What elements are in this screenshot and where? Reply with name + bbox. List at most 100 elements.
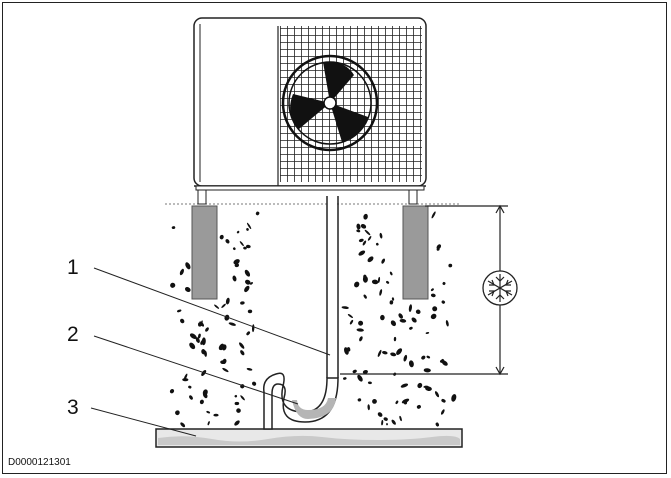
gravel-speck: [372, 398, 377, 404]
gravel-speck: [232, 247, 236, 251]
gravel-speck: [451, 394, 457, 402]
gravel-speck: [367, 404, 370, 411]
gravel-speck: [411, 317, 417, 323]
foundation-post-left: [191, 205, 218, 300]
gravel-speck: [245, 244, 251, 249]
gravel-speck: [382, 351, 388, 355]
gravel-speck: [234, 394, 238, 398]
leader-line-3: [90, 407, 197, 437]
gravel-speck: [377, 412, 383, 417]
gravel-speck: [393, 336, 397, 342]
gravel-speck: [432, 306, 438, 312]
gravel-speck: [240, 301, 245, 305]
water-pipe: [155, 428, 463, 448]
gravel-speck: [379, 289, 383, 296]
gravel-speck: [377, 349, 382, 357]
gravel-speck: [399, 318, 407, 323]
gravel-speck: [343, 377, 347, 380]
condensate-drain-pipe: [263, 196, 339, 430]
fan-icon: [281, 54, 379, 152]
gravel-speck: [442, 282, 446, 285]
gravel-speck: [214, 304, 220, 309]
gravel-speck: [356, 223, 361, 230]
gravel-speck: [250, 282, 253, 285]
gravel-speck: [441, 300, 446, 304]
gravel-speck: [359, 336, 363, 342]
callout-3: 3: [67, 396, 79, 419]
gravel-speck: [386, 281, 390, 284]
gravel-speck: [205, 327, 209, 332]
gravel-speck: [367, 256, 374, 263]
gravel-speck: [198, 322, 202, 327]
gravel-speck: [356, 229, 361, 233]
gravel-speck: [255, 211, 260, 216]
gravel-speck: [363, 294, 367, 299]
gravel-speck: [246, 331, 251, 336]
gravel-speck: [423, 368, 431, 373]
gravel-speck: [432, 313, 435, 319]
gravel-speck: [440, 409, 445, 415]
gravel-speck: [389, 300, 394, 305]
gravel-speck: [222, 358, 227, 365]
gravel-speck: [367, 236, 372, 241]
gravel-speck: [225, 239, 230, 244]
gravel-speck: [246, 228, 249, 231]
gravel-speck: [448, 263, 453, 268]
gravel-speck: [352, 369, 357, 374]
gravel-speck: [435, 422, 439, 427]
gravel-speck: [236, 408, 241, 413]
gravel-speck: [436, 244, 442, 250]
gravel-speck: [358, 238, 364, 243]
gravel-speck: [391, 419, 396, 425]
gravel-speck: [180, 318, 185, 324]
gravel-speck: [188, 385, 192, 389]
gravel-speck: [430, 293, 436, 298]
gravel-speck: [430, 288, 434, 292]
gravel-speck: [341, 306, 349, 309]
gravel-speck: [244, 285, 250, 293]
gravel-speck: [182, 378, 189, 382]
gravel-speck: [175, 410, 180, 416]
gravel-speck: [426, 355, 431, 359]
gravel-speck: [185, 262, 191, 270]
gravel-speck: [377, 276, 381, 283]
gravel-speck: [383, 417, 388, 421]
gravel-speck: [200, 338, 206, 345]
gravel-speck: [389, 271, 393, 276]
gravel-speck: [425, 386, 432, 391]
gravel-speck: [358, 250, 366, 256]
gravel-speck: [189, 333, 197, 340]
gravel-speck: [363, 274, 367, 279]
gravel-speck: [399, 415, 402, 422]
gravel-speck: [375, 242, 379, 246]
gravel-speck: [239, 241, 244, 247]
gravel-speck: [236, 230, 240, 234]
gravel-speck: [380, 314, 385, 321]
gravel-speck: [170, 282, 176, 288]
gravel-speck: [207, 421, 210, 426]
gravel-speck: [357, 374, 363, 382]
gravel-speck: [206, 410, 211, 414]
document-id: D0000121301: [8, 457, 71, 468]
gravel-speck: [199, 399, 204, 405]
gravel-speck: [244, 269, 251, 277]
gravel-speck: [425, 332, 430, 334]
gravel-speck: [171, 226, 176, 230]
gravel-speck: [434, 391, 440, 398]
gravel-speck: [403, 400, 408, 405]
gravel-speck: [176, 309, 182, 313]
callout-1: 1: [67, 256, 79, 279]
gravel-speck: [431, 211, 436, 219]
foundation-post-right: [402, 205, 429, 300]
gravel-speck: [360, 224, 367, 229]
ground-speckles: [169, 211, 457, 428]
gravel-speck: [349, 319, 354, 325]
gravel-speck: [415, 309, 421, 315]
gravel-speck: [240, 350, 245, 356]
gravel-speck: [416, 405, 421, 409]
gravel-speck: [408, 360, 414, 368]
gravel-speck: [222, 367, 229, 373]
leader-line-2: [93, 335, 299, 405]
gravel-speck: [180, 422, 186, 428]
